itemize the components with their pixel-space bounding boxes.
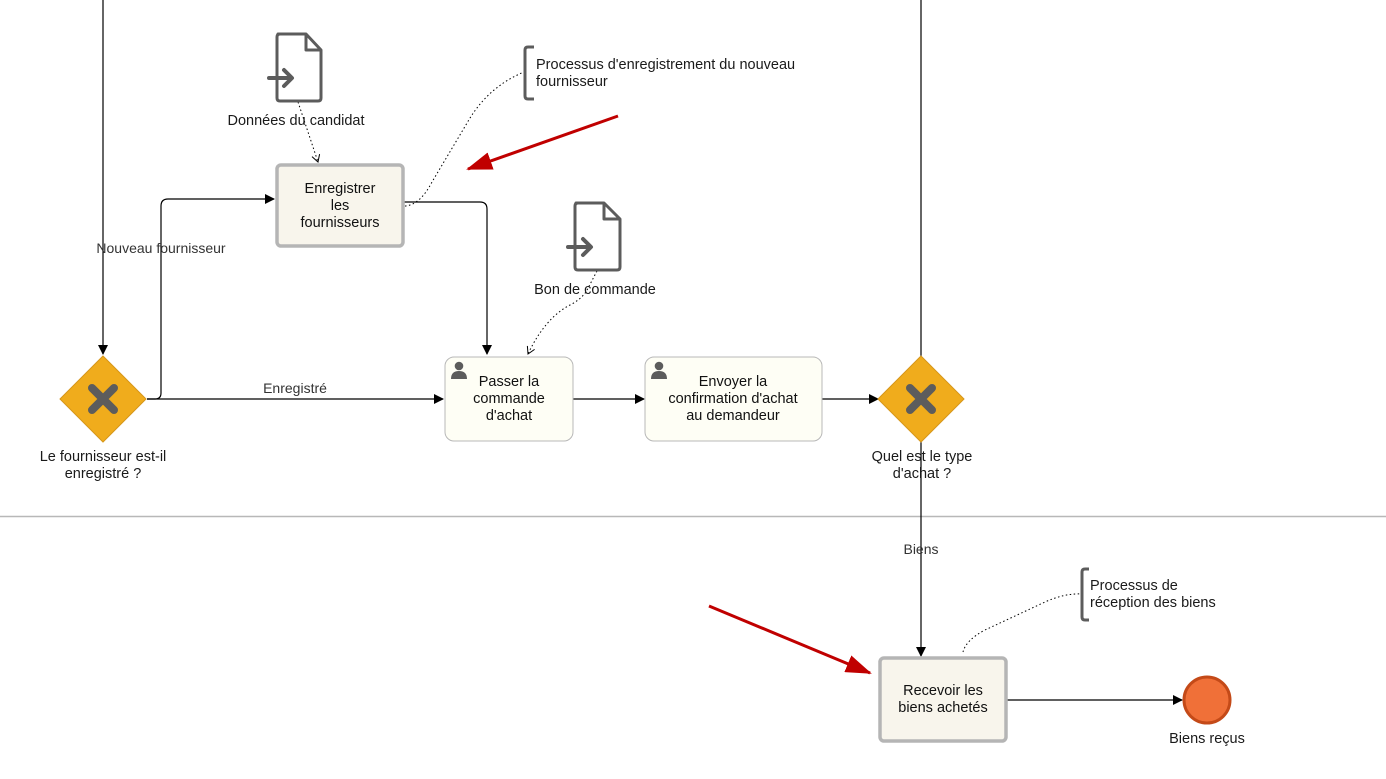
subprocess-receive-goods[interactable]: Recevoir les biens achetés (878, 656, 1008, 743)
gateway-purchase-type[interactable]: Quel est le type d'achat ? (872, 355, 973, 482)
task-label-line-3: au demandeur (686, 408, 780, 424)
task-label-line-1: Envoyer la (699, 374, 768, 390)
annotation-registration-line-1: Processus d'enregistrement du nouveau (536, 57, 795, 73)
task-label-line-3: d'achat (486, 408, 532, 424)
data-object-candidate-label: Données du candidat (227, 113, 364, 129)
exclusive-x-icon (88, 384, 118, 414)
gateway-label-line-1: Le fournisseur est-il (40, 449, 167, 465)
task-label-line-3: fournisseurs (301, 215, 380, 231)
association-order-data (526, 270, 598, 355)
task-place-order[interactable]: Passer la commande d'achat (444, 356, 574, 442)
association-candidate-data (297, 101, 321, 163)
annotation-reception[interactable]: Processus de réception des biens (1080, 567, 1216, 622)
data-input-icon (566, 201, 622, 272)
task-label-line-1: Passer la (479, 374, 540, 390)
gateway-label-line-2: d'achat ? (893, 466, 951, 482)
annotation-registration[interactable]: Processus d'enregistrement du nouveau fo… (523, 45, 795, 101)
subprocess-register-suppliers[interactable]: Enregistrer les fournisseurs (275, 163, 405, 248)
task-label-line-2: biens achetés (898, 700, 987, 716)
association-reception-note (962, 593, 1083, 653)
user-icon (451, 361, 467, 379)
gateway-label-line-1: Quel est le type (872, 449, 973, 465)
annotation-reception-line-1: Processus de (1090, 578, 1178, 594)
task-label-line-1: Enregistrer (305, 181, 376, 197)
gateway-supplier-registered[interactable]: Le fournisseur est-il enregistré ? (40, 355, 167, 482)
annotation-bracket (1080, 567, 1089, 622)
annotation-reception-line-2: réception des biens (1090, 595, 1216, 611)
exclusive-x-icon (906, 384, 936, 414)
task-label-line-2: commande (473, 391, 545, 407)
end-event-label: Biens reçus (1169, 731, 1245, 747)
association-registration-note (404, 71, 525, 207)
annotation-bracket (523, 45, 534, 101)
data-input-icon (267, 32, 323, 103)
task-label-line-2: les (331, 198, 350, 214)
flow-label-new-supplier: Nouveau fournisseur (96, 240, 226, 256)
gateway-label-line-2: enregistré ? (65, 466, 142, 482)
data-object-candidate[interactable]: Données du candidat (227, 32, 365, 129)
end-event-goods-received[interactable]: Biens reçus (1169, 675, 1245, 747)
flow-new-supplier (147, 194, 275, 400)
data-object-order[interactable]: Bon de commande (534, 201, 656, 298)
task-label-line-2: confirmation d'achat (668, 391, 797, 407)
annotation-registration-line-2: fournisseur (536, 74, 608, 90)
pointer-arrow-registration (466, 114, 619, 171)
flow-label-registered: Enregistré (263, 380, 327, 396)
task-send-confirmation[interactable]: Envoyer la confirmation d'achat au deman… (644, 356, 823, 442)
flow-label-goods: Biens (903, 541, 938, 557)
user-icon (651, 361, 667, 379)
task-label-line-1: Recevoir les (903, 683, 983, 699)
pointer-arrow-reception (708, 604, 872, 675)
flow-register-to-order (404, 201, 492, 355)
data-object-order-label: Bon de commande (534, 282, 656, 298)
